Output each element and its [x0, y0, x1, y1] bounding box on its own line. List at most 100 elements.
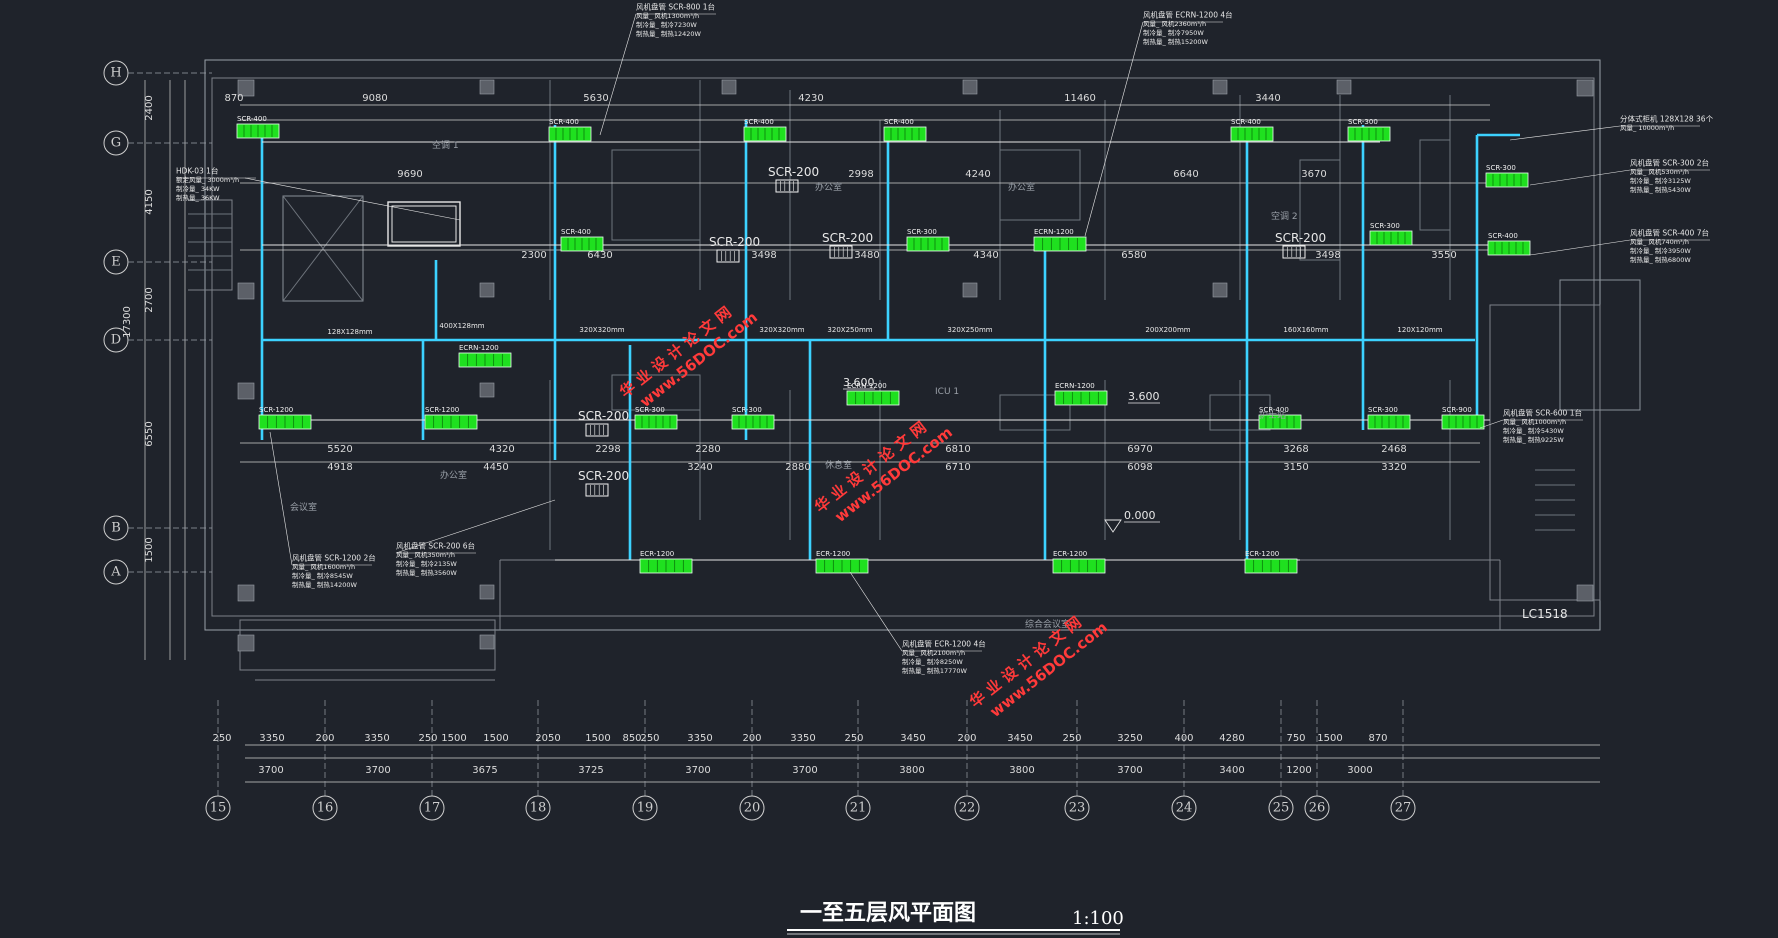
grille-label: SCR-200	[709, 235, 760, 249]
callout-line: 制热量_ 制热3560W	[396, 568, 457, 577]
unit-label: SCR-300	[1486, 164, 1516, 172]
dimension-text: 1200	[1286, 765, 1311, 776]
column-axis-label: 15	[210, 801, 227, 816]
drawing-scale: 1:100	[1072, 908, 1124, 929]
fan-coil-unit: SCR-300	[1485, 164, 1529, 188]
callout-line: 制热量_ 制热15200W	[1143, 37, 1208, 46]
unit-label: SCR-300	[1348, 118, 1378, 126]
dimension-text: 6710	[945, 462, 970, 473]
unit-label: SCR-300	[732, 406, 762, 414]
row-axis-label: H	[110, 66, 121, 81]
fan-coil-unit: SCR-400	[236, 115, 280, 139]
dimension-text: 2468	[1381, 444, 1406, 455]
callout-line: 制热量_ 制热12420W	[636, 29, 701, 38]
room-label: 空调 1	[432, 139, 459, 151]
duct-size-label: 120X120mm	[1397, 326, 1442, 334]
callout-line: 风量_ 风机1000m³/h	[1503, 417, 1566, 426]
room-label: 办公室	[440, 469, 467, 481]
duct-size-label: 128X128mm	[327, 328, 372, 336]
fan-coil-unit: ECR-1200	[639, 550, 693, 574]
elevation-mark: 3.600	[1128, 390, 1160, 403]
column-axis-bubble: 17	[419, 700, 445, 821]
dimension-text: 3700	[685, 765, 710, 776]
room-labels: 空调 1空调 2办公室会议室办公室办公室护士站休息室ICU 1综合会议室	[290, 139, 1298, 630]
air-grille: SCR-200	[578, 409, 629, 437]
column-axis-bubble: 24	[1171, 700, 1197, 821]
room-label: 综合会议室	[1025, 618, 1070, 630]
unit-label: SCR-400	[561, 228, 591, 236]
unit-label: SCR-400	[237, 115, 267, 123]
duct-size-label: 320X250mm	[827, 326, 872, 334]
title-block: 一至五层风平面图 1:100	[787, 901, 1124, 935]
dimension-text: 3700	[365, 765, 390, 776]
column-axis-bubble: 20	[739, 700, 765, 821]
callout-line: 额定风量_ 3000m³/h	[176, 175, 239, 184]
duct-size-label: 400X128mm	[439, 322, 484, 330]
leader-line	[599, 13, 637, 136]
row-axis-bubble: D	[103, 327, 212, 353]
unit-label: ECRN-1200	[459, 344, 499, 352]
dimension-text: 4240	[965, 169, 990, 180]
dimension-text: 3440	[1255, 93, 1280, 104]
dimension-text: 2050	[535, 733, 560, 744]
dimension-text: 3450	[900, 733, 925, 744]
dimension-text: 2280	[695, 444, 720, 455]
drawing-title: 一至五层风平面图	[800, 901, 976, 926]
dimension-text: 3320	[1381, 462, 1406, 473]
fan-coil-unit: SCR-1200	[258, 406, 312, 430]
column-axis-bubble: 21	[845, 700, 871, 821]
dimension-text: 6810	[945, 444, 970, 455]
duct-network	[260, 120, 1520, 560]
dimension-text: 870	[1368, 733, 1387, 744]
dimension-text: 4450	[483, 462, 508, 473]
fan-coil-unit: SCR-400	[743, 118, 787, 142]
column-axis-label: 19	[637, 801, 654, 816]
callout-line: 风量_ 风机530m³/h	[1630, 167, 1689, 176]
dimension-text: 1500	[1317, 733, 1342, 744]
dimension-text: 5520	[327, 444, 352, 455]
column-axis-label: 21	[850, 801, 867, 816]
dimension-text: 2880	[785, 462, 810, 473]
unit-label: SCR-400	[744, 118, 774, 126]
dimension-text: 2300	[521, 250, 546, 261]
fan-coil-unit: ECRN-1200	[1033, 228, 1087, 252]
dimension-text: 4320	[489, 444, 514, 455]
callout-line: 风量_ 风机2360m³/h	[1143, 19, 1206, 28]
unit-label: SCR-300	[907, 228, 937, 236]
dimension-text: 4150	[144, 189, 155, 214]
column-axis-label: 27	[1395, 801, 1412, 816]
duct-size-label: 160X160mm	[1283, 326, 1328, 334]
duct-branch-lines	[262, 141, 1490, 561]
dimension-text: 200	[742, 733, 761, 744]
leader-line	[849, 571, 903, 652]
column-axis-bubble: 18	[525, 700, 551, 821]
room-label: 护士站	[1259, 409, 1286, 421]
room-label: 空调 2	[1271, 210, 1298, 222]
dimension-text: 3150	[1283, 462, 1308, 473]
unit-label: SCR-300	[1370, 222, 1400, 230]
dimension-text: 3350	[364, 733, 389, 744]
fan-coil-unit: SCR-400	[548, 118, 592, 142]
callout-line: 制热量_ 制热14200W	[292, 580, 357, 589]
column-axis-bubble: 23	[1064, 700, 1090, 821]
dimension-text: 200	[957, 733, 976, 744]
callout-line: 制冷量_ 制冷7230W	[636, 20, 697, 29]
callout-line: 制热量_ 制热5430W	[1630, 185, 1691, 194]
callout-line: 风机盘管 SCR-400 7台	[1630, 228, 1709, 238]
dimension-text: 250	[844, 733, 863, 744]
fan-coil-unit: ECRN-1200	[458, 344, 512, 368]
row-axis-label: B	[111, 521, 121, 536]
dimension-text: 850	[622, 733, 641, 744]
row-axis-bubble: H	[103, 60, 212, 86]
fan-coil-unit: SCR-400	[560, 228, 604, 252]
fan-coil-unit: SCR-900	[1441, 406, 1485, 430]
stair-wall	[1489, 304, 1601, 601]
dimension-text: 1500	[585, 733, 610, 744]
duct-size-label: 320X320mm	[759, 326, 804, 334]
column-axis-bubble: 19	[632, 700, 658, 821]
callout-line: 风机盘管 SCR-300 2台	[1630, 158, 1709, 168]
callout-line: 风量_ 风机2100m³/h	[902, 648, 965, 657]
